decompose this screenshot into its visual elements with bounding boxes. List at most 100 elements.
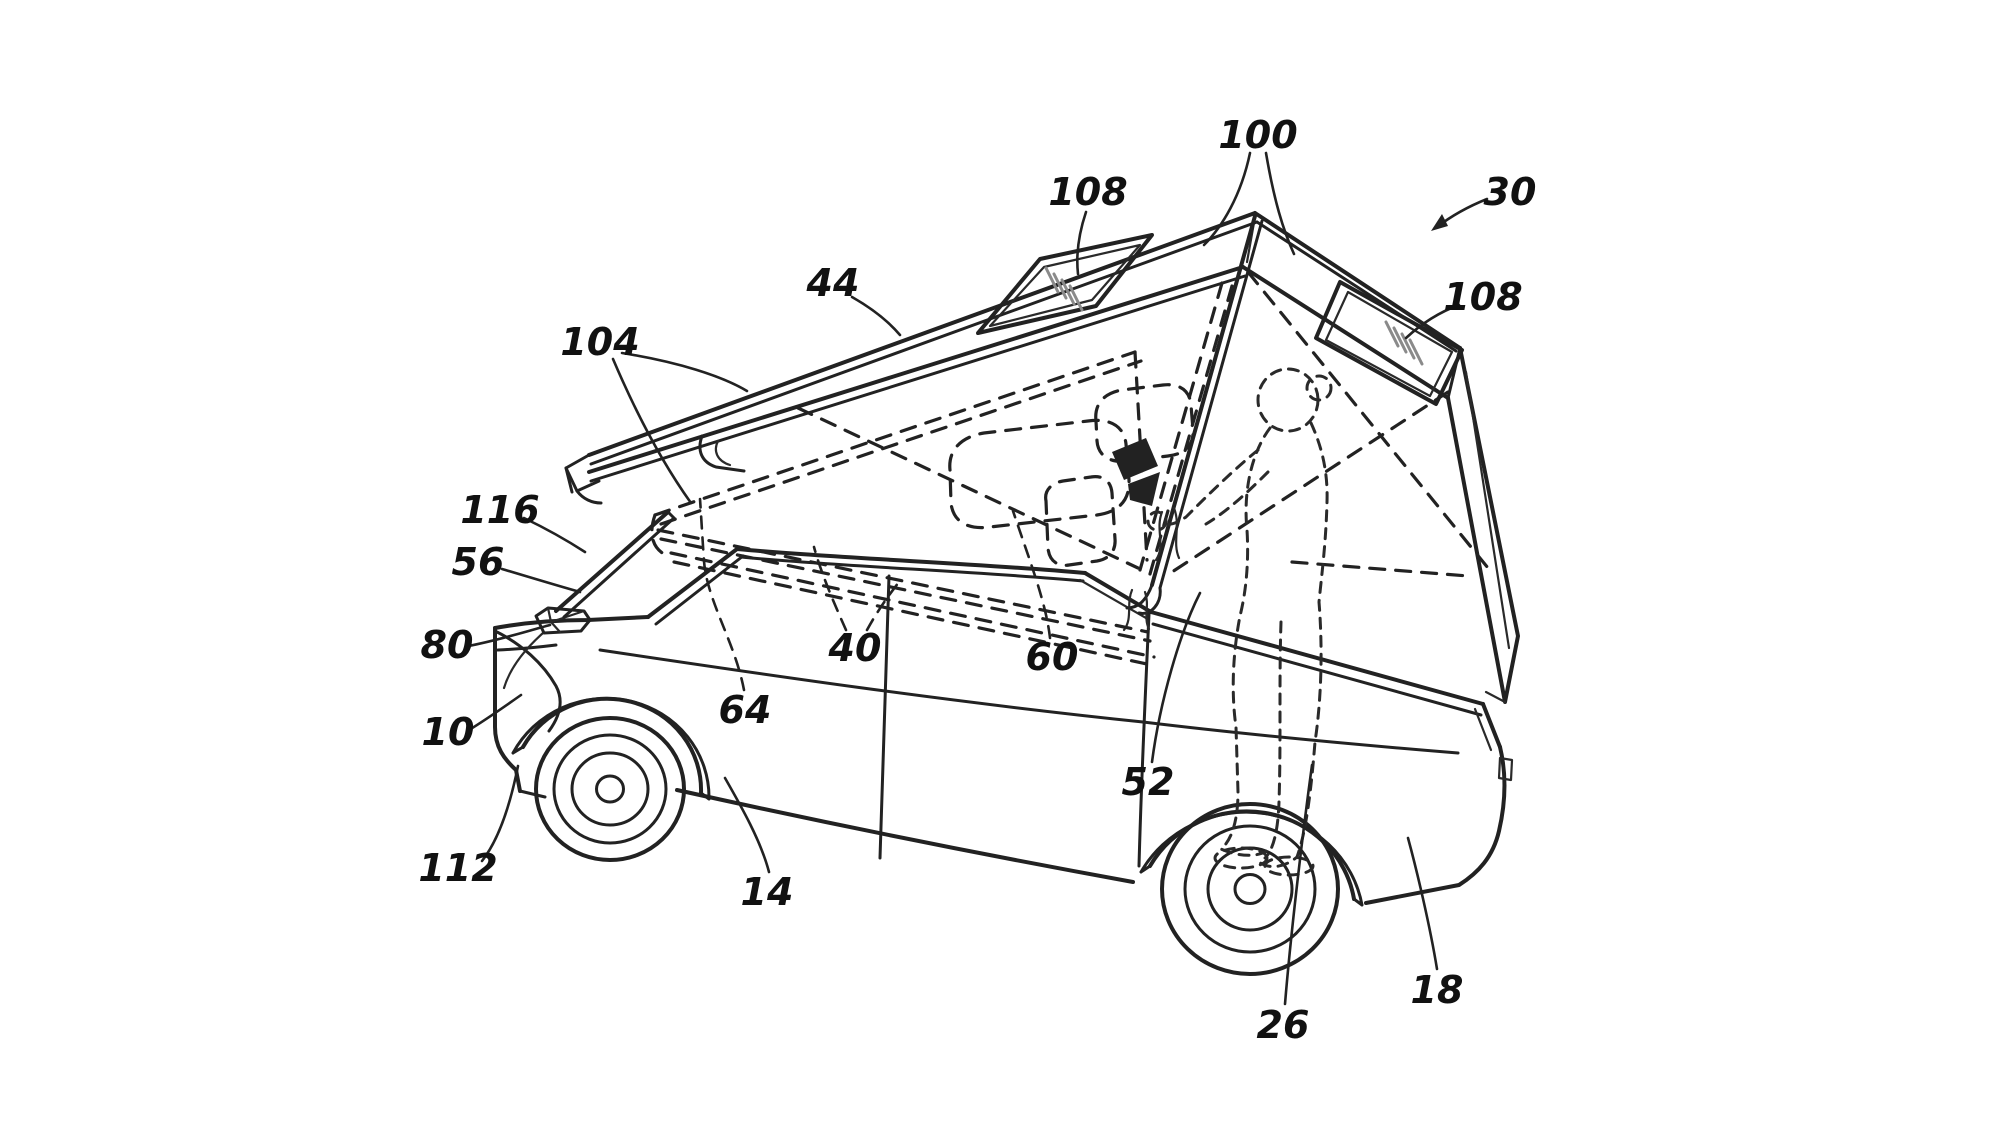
ref-label-14-15: 14 (741, 870, 794, 914)
drawing-path (659, 359, 1143, 526)
ref-label-44-4: 44 (806, 261, 860, 305)
hidden-interior-dashed (650, 270, 1490, 877)
front-hub (595, 774, 625, 804)
tailgate-edge (1481, 702, 1502, 749)
leader-line-26 (1283, 763, 1314, 1006)
rear-door-cut (1137, 612, 1151, 868)
canopy-tip-bracket (564, 453, 601, 493)
window-glass (988, 243, 1142, 328)
latch-part-2 (1128, 472, 1160, 506)
drawing-path (1464, 370, 1511, 704)
leader-line-40 (812, 545, 848, 632)
ref-label-64-11: 64 (719, 688, 772, 732)
leader-line-10 (467, 693, 523, 732)
leader-line-18 (1406, 836, 1439, 971)
occupant-head (1256, 367, 1320, 433)
drawing-path (1473, 707, 1493, 752)
rear-tent-rail (1446, 346, 1520, 704)
front-wheel (511, 696, 711, 862)
drawing-path (739, 555, 1085, 583)
rocker-line (675, 788, 1135, 884)
drawing-path (1139, 810, 1364, 907)
roof-line (735, 547, 1087, 575)
platform-hook (698, 434, 746, 473)
bumper-lip (518, 789, 547, 799)
ref-label-108-2: 108 (1443, 275, 1522, 319)
window-frame (1314, 280, 1464, 406)
occupant-arm-upper (1159, 448, 1260, 526)
beltline (598, 648, 1145, 724)
tent-window-right (1314, 280, 1464, 406)
latch-device (1112, 438, 1181, 562)
occupant-hair-bun (1305, 374, 1333, 402)
drawing-path (672, 560, 1158, 668)
drawing-path (1148, 284, 1234, 576)
leader-line-64 (698, 497, 746, 692)
occupant-foot-front (1213, 846, 1269, 870)
leader-line-100 (1202, 151, 1252, 247)
rear-wheel (1139, 802, 1364, 976)
rear-latch (1497, 756, 1514, 782)
occupant-foot-rear (1263, 855, 1315, 877)
drawing-path (546, 606, 586, 634)
drawing-path (1151, 622, 1483, 717)
leader-line-52 (1150, 591, 1202, 764)
drawing-path (654, 554, 745, 626)
hidden-tent-edge-1 (796, 406, 1140, 570)
ref-label-18-17: 18 (1411, 968, 1464, 1012)
ref-label-40-12: 40 (828, 626, 882, 670)
bedding-cushions (948, 383, 1195, 567)
ref-label-108-1: 108 (1048, 170, 1127, 214)
tent-front-edge (1150, 214, 1257, 587)
platform-far-edge (653, 350, 1137, 517)
rack-rail-2 (669, 551, 1156, 659)
right-face-top-edge (1253, 211, 1462, 350)
ref-label-80-8: 80 (421, 623, 474, 667)
drawing-path (589, 220, 1259, 466)
mattress (948, 418, 1131, 530)
vehicle-body (493, 510, 1514, 905)
latch-part-1 (1112, 438, 1158, 480)
glass-hatching (1044, 266, 1084, 312)
occupant-front (1218, 426, 1272, 857)
drawing-path (1206, 846, 1294, 932)
drawing-path (714, 439, 732, 467)
latch-straps (1154, 506, 1181, 562)
window-frame (976, 233, 1154, 335)
leader-line-44 (850, 295, 902, 337)
hidden-tent-edge-2 (1138, 281, 1224, 572)
ref-label-60-13: 60 (1026, 635, 1079, 679)
ref-label-104-5: 104 (560, 320, 639, 364)
leader-line-14 (723, 776, 771, 874)
leader-line-80 (466, 623, 552, 648)
cushion-block (1044, 475, 1117, 567)
front-tire (534, 716, 686, 862)
ref-label-30-3: 30 (1484, 170, 1537, 214)
ref-label-112-10: 112 (418, 846, 497, 890)
leader-line-116 (522, 516, 587, 554)
leader-line-108 (1404, 303, 1461, 340)
ref-label-52-14: 52 (1122, 760, 1175, 804)
c-pillar (1083, 571, 1153, 614)
hidden-bed-edge (1290, 560, 1470, 578)
leader-line-104 (620, 351, 749, 393)
rack-rail-1 (656, 528, 1150, 634)
leader-line-60 (1011, 509, 1052, 640)
hidden-tent-edge-4 (1170, 390, 1450, 574)
ref-label-56-7: 56 (452, 540, 505, 584)
ref-label-116-6: 116 (460, 488, 539, 532)
ref-label-10-9: 10 (422, 710, 475, 754)
drawing-path (511, 696, 711, 801)
occupant-hand (1146, 510, 1168, 532)
occupant-figure (1146, 367, 1333, 877)
arrowhead-30 (1431, 214, 1448, 231)
bed-rail (1149, 610, 1485, 706)
hood-line (493, 615, 650, 630)
window-glass (1324, 290, 1454, 398)
roof-tent-structure (564, 211, 1520, 704)
tent-window-left (976, 233, 1154, 335)
ref-label-26-16: 26 (1257, 1003, 1310, 1047)
rear-hub (1233, 873, 1267, 905)
